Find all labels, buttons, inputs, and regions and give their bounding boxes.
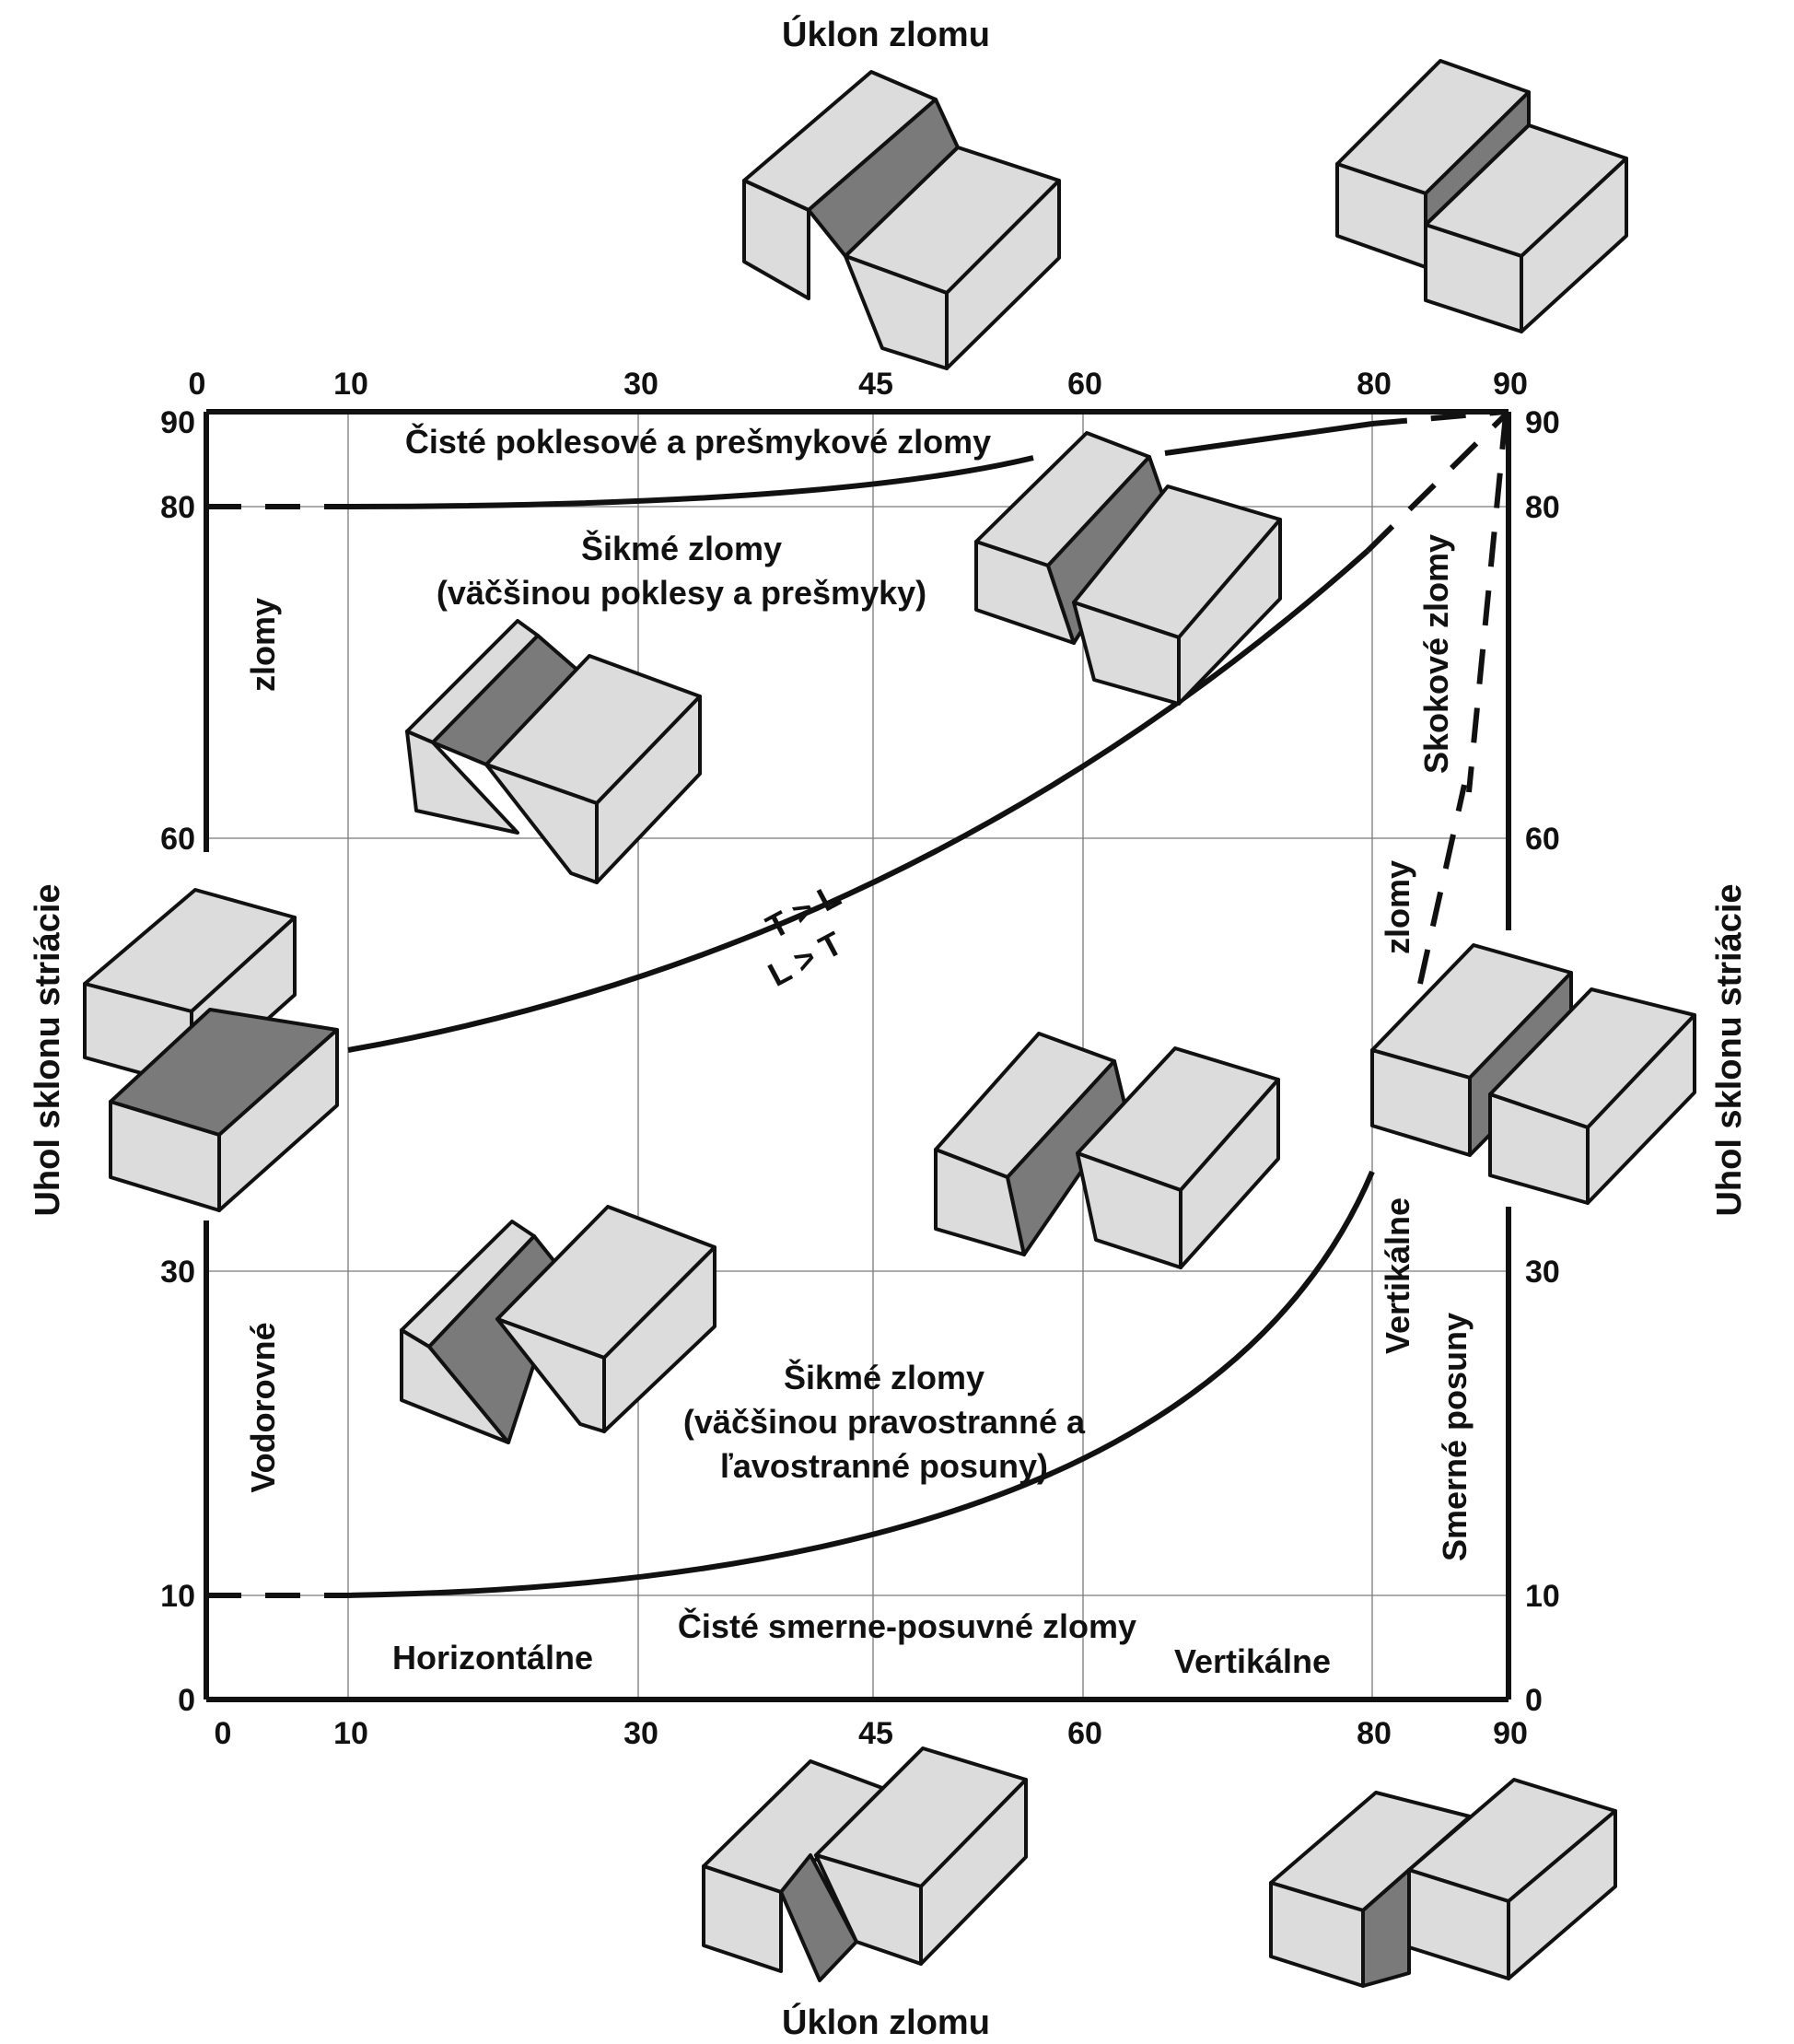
- y-tick-left-30: 30: [160, 1255, 195, 1290]
- dash-diag: [1365, 412, 1509, 554]
- label-left-vodorovne: Vodorovné: [244, 1322, 282, 1492]
- y-ticks-left: 90 80 60 30 10 0: [160, 405, 195, 1718]
- label-oblique-dip-2: (väčšinou poklesy a prešmyky): [437, 574, 926, 612]
- x-tick-top-45: 45: [858, 367, 893, 402]
- x-tick-top-30: 30: [623, 367, 658, 402]
- block-bottom-right: [1269, 1778, 1617, 1988]
- x-tick-bottom-80: 80: [1357, 1716, 1392, 1751]
- x-tick-bottom-60: 60: [1067, 1716, 1102, 1751]
- y-tick-right-60: 60: [1525, 822, 1560, 857]
- label-oblique-strike-1: Šikmé zlomy: [784, 1358, 984, 1396]
- x-tick-bottom-0: 0: [215, 1716, 232, 1751]
- x-tick-bottom-30: 30: [623, 1716, 658, 1751]
- axis-label-right: Uhol sklonu striácie: [1710, 883, 1749, 1216]
- label-right-vertikalne: Vertikálne: [1379, 1197, 1416, 1354]
- y-tick-right-10: 10: [1525, 1579, 1560, 1614]
- block-left-side: [83, 888, 339, 1212]
- block-lower-left: [400, 1205, 716, 1444]
- label-right-smerne: Smerné posuny: [1436, 1313, 1474, 1561]
- y-tick-right-80: 80: [1525, 490, 1560, 525]
- x-tick-bottom-10: 10: [333, 1716, 368, 1751]
- x-tick-top-80: 80: [1357, 367, 1392, 402]
- y-tick-right-0: 0: [1525, 1683, 1543, 1718]
- boundary-curves: [206, 409, 1509, 1598]
- y-tick-left-0: 0: [178, 1683, 195, 1718]
- plot-frame: [204, 409, 1511, 1702]
- x-tick-top-0: 0: [189, 367, 206, 402]
- label-oblique-dip-1: Šikmé zlomy: [581, 529, 782, 567]
- curve-diag: [347, 548, 1369, 1053]
- block-bottom-center: [702, 1746, 1028, 1982]
- label-horizontal: Horizontálne: [392, 1639, 593, 1676]
- label-pure-strike: Čisté smerne-posuvné zlomy: [678, 1606, 1136, 1645]
- block-upper-left: [405, 619, 702, 884]
- block-middle-right: [934, 1032, 1280, 1269]
- x-ticks-top: 0 10 30 45 60 80 90: [189, 367, 1528, 402]
- y-ticks-right: 90 80 60 30 10 0: [1525, 405, 1560, 1718]
- axis-label-left: Uhol sklonu striácie: [29, 883, 67, 1216]
- label-oblique-strike-2: (väčšinou pravostranné a: [683, 1403, 1086, 1441]
- label-right-skokove: Skokové zlomy: [1417, 534, 1455, 774]
- y-tick-right-30: 30: [1525, 1255, 1560, 1290]
- curve-80: [340, 455, 1034, 509]
- y-tick-left-10: 10: [160, 1579, 195, 1614]
- label-pure-dip: Čisté poklesové a prešmykové zlomy: [405, 422, 991, 461]
- y-tick-left-90: 90: [160, 405, 195, 440]
- x-tick-bottom-45: 45: [858, 1716, 893, 1751]
- label-oblique-strike-3: ľavostranné posuny): [720, 1447, 1048, 1485]
- curve-80-right: [1164, 421, 1373, 456]
- title-top: Úklon zlomu: [782, 14, 990, 54]
- title-bottom: Úklon zlomu: [782, 2002, 990, 2042]
- block-upper-right: [974, 431, 1282, 706]
- label-vertical-bottom: Vertikálne: [1174, 1642, 1331, 1680]
- y-tick-left-80: 80: [160, 490, 195, 525]
- x-ticks-bottom: 0 10 30 45 60 80 90: [215, 1716, 1528, 1751]
- y-tick-left-60: 60: [160, 822, 195, 857]
- curve-10: [340, 1170, 1375, 1598]
- x-tick-top-10: 10: [333, 367, 368, 402]
- x-tick-top-60: 60: [1067, 367, 1102, 402]
- dash-right-1: [1371, 409, 1507, 426]
- x-tick-bottom-90: 90: [1493, 1716, 1528, 1751]
- x-tick-top-90: 90: [1493, 367, 1528, 402]
- label-right-zlomy: zlomy: [1379, 860, 1416, 954]
- block-top-right: [1335, 59, 1628, 333]
- block-right-side: [1370, 943, 1696, 1205]
- label-left-zlomy: zlomy: [244, 598, 282, 692]
- y-tick-right-90: 90: [1525, 405, 1560, 440]
- dash-right-3: [1466, 414, 1509, 793]
- dash-right-2: [1417, 784, 1467, 985]
- block-top-center: [742, 70, 1061, 370]
